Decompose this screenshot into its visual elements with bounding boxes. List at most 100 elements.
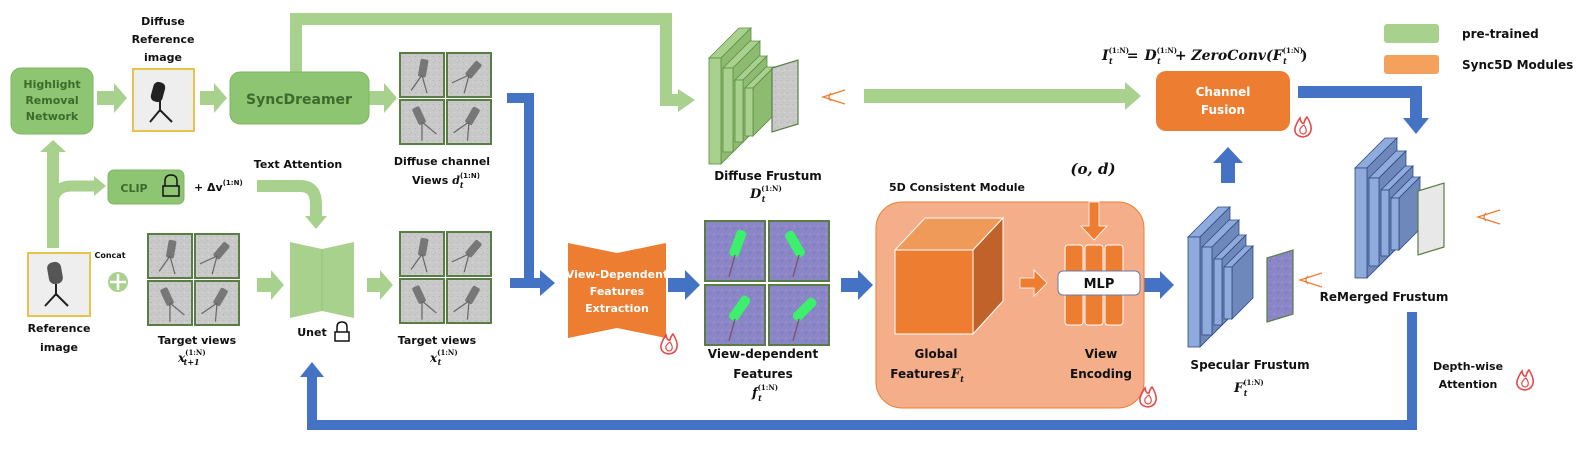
- eye-icon: [1475, 209, 1501, 225]
- flame-icon: [660, 332, 678, 355]
- arrow-diffuse-views-to-extraction: [507, 93, 534, 283]
- arrowhead: [1403, 118, 1429, 134]
- pretrained-connectors: [40, 13, 1141, 300]
- concat-label: Concat: [94, 251, 125, 260]
- target-views-t1-grid: [147, 233, 240, 326]
- frustum-slab: [1354, 167, 1368, 279]
- od-label: (o, d): [1070, 160, 1115, 178]
- arrow-syncdreamer-to-diffuse-views: [369, 83, 397, 113]
- concat-plus-icon: [108, 272, 128, 292]
- telescope-icon: [201, 287, 228, 322]
- clip-block: CLIP: [107, 169, 185, 205]
- target-views-t1-label: Target views: [158, 334, 237, 347]
- diffuse-ref-label-1: Diffuse: [141, 15, 185, 28]
- highlight-label-1: Highlight: [23, 78, 80, 91]
- diffuse-channel-views-grid: [399, 52, 492, 145]
- arrow-unet-to-target-views: [367, 270, 393, 300]
- legend-swatch-pretrained: [1384, 24, 1439, 43]
- telescope-icon: [44, 261, 69, 307]
- highlight-blob: [792, 297, 817, 322]
- arrow-target-views-to-extraction: [510, 270, 555, 296]
- highlight-removal-network: Highlight Removal Network: [10, 67, 94, 135]
- flame-icon: [1516, 368, 1534, 391]
- diffuse-frustum-math: D(1:N)t: [749, 184, 782, 204]
- frustum-slab: [1223, 266, 1233, 320]
- eye-icon: [1297, 272, 1323, 288]
- arrow-diffuse-frustum-to-channel-fusion: [864, 82, 1141, 110]
- arrowhead: [305, 216, 327, 229]
- diffuse-ref-label-3: image: [144, 51, 182, 64]
- frustum-projected-image: [771, 59, 799, 133]
- arrow-cube-to-mlp: [1019, 269, 1048, 297]
- frustum-slab: [722, 67, 734, 153]
- arrow-syncdreamer-to-diffuse-frustum: [290, 13, 680, 106]
- syncdreamer-label: SyncDreamer: [246, 92, 352, 108]
- unet-label: Unet: [297, 326, 326, 339]
- unet-block: Unet: [290, 242, 354, 342]
- frustum-slab: [1390, 197, 1400, 251]
- highlight-blob: [785, 230, 805, 258]
- telescope-icon: [410, 237, 429, 273]
- diffuse-frustum-label: Diffuse Frustum: [714, 169, 822, 183]
- extraction-label-2: Features: [590, 285, 645, 298]
- arrow-features-to-module: [841, 270, 873, 300]
- telescope-icon: [149, 81, 173, 123]
- module-title: 5D Consistent Module: [889, 181, 1025, 194]
- diffuse-frustum: [708, 27, 799, 165]
- telescope-icon: [453, 106, 480, 141]
- telescope-icon: [410, 58, 429, 94]
- arrow-clip-to-unet: [257, 180, 322, 218]
- view-thumbnail: [768, 220, 830, 282]
- highlight-blob: [729, 295, 751, 322]
- fusion-equation: I(1:N)t=D(1:N)t+ ZeroConv(F(1:N)t): [1101, 46, 1307, 66]
- lock-icon: [162, 174, 180, 197]
- legend-label-pretrained: pre-trained: [1462, 27, 1539, 41]
- sync5d-connectors: [300, 86, 1429, 430]
- view-encoding-label-1: View: [1085, 347, 1117, 361]
- arrow-extraction-to-features: [668, 270, 700, 300]
- frustum-projected-image: [1266, 249, 1294, 323]
- extraction-label-1: View-Dependent: [566, 268, 668, 281]
- telescope-icon: [453, 285, 480, 320]
- frustum-slab: [1368, 177, 1380, 267]
- channel-fusion-block: Channel Fusion: [1156, 71, 1290, 131]
- arrow-highlight-to-diffuse-ref: [97, 83, 127, 113]
- telescope-icon: [412, 285, 437, 320]
- view-dependent-features-grid: [704, 220, 830, 346]
- features-label-2: Features: [733, 367, 792, 381]
- target-views-t-label: Target views: [398, 334, 477, 347]
- arrow-target-views-to-unet: [257, 270, 284, 300]
- global-math: Ft: [950, 367, 964, 384]
- telescope-icon: [451, 60, 482, 94]
- arrow-module-to-specular: [1144, 271, 1174, 299]
- frustum-slab: [744, 87, 754, 137]
- arrow-reference-to-clip: [47, 180, 96, 206]
- target-views-t-grid: [399, 231, 492, 324]
- arrow-diffuse-ref-to-syncdreamer: [200, 83, 227, 113]
- global-label-1: Global: [914, 347, 957, 361]
- frustum-slab: [708, 57, 722, 165]
- telescope-icon: [199, 241, 230, 275]
- legend-label-sync5d: Sync5D Modules: [1462, 58, 1573, 72]
- arrowhead: [300, 362, 324, 377]
- target-views-t1-math: x(1:N)t+1: [177, 348, 206, 367]
- reference-label-2: image: [40, 341, 78, 354]
- arrow-depthwise-feedback-to-unet: [307, 312, 1417, 430]
- telescope-icon: [160, 287, 185, 322]
- specular-frustum-math: F(1:N)t: [1233, 378, 1264, 398]
- reference-image: Reference image: [27, 252, 91, 354]
- features-math: f(1:N)t: [751, 383, 778, 403]
- telescope-icon: [451, 239, 482, 273]
- view-encoding-label-2: Encoding: [1070, 367, 1132, 381]
- view-dependent-extraction-block: View-Dependent Features Extraction: [566, 243, 668, 338]
- legend-swatch-sync5d: [1384, 55, 1439, 74]
- five-d-consistent-module: Global Features Ft MLP View Encoding: [875, 201, 1145, 409]
- channel-fusion-label-1: Channel: [1196, 85, 1251, 99]
- text-attention-label: Text Attention: [254, 158, 342, 171]
- flame-icon: [1294, 115, 1312, 138]
- frustum-slab: [734, 79, 744, 143]
- frustum-projected-image: [1417, 182, 1445, 256]
- diffuse-channel-label: Diffuse channel: [394, 155, 490, 168]
- reference-label-1: Reference: [28, 322, 91, 335]
